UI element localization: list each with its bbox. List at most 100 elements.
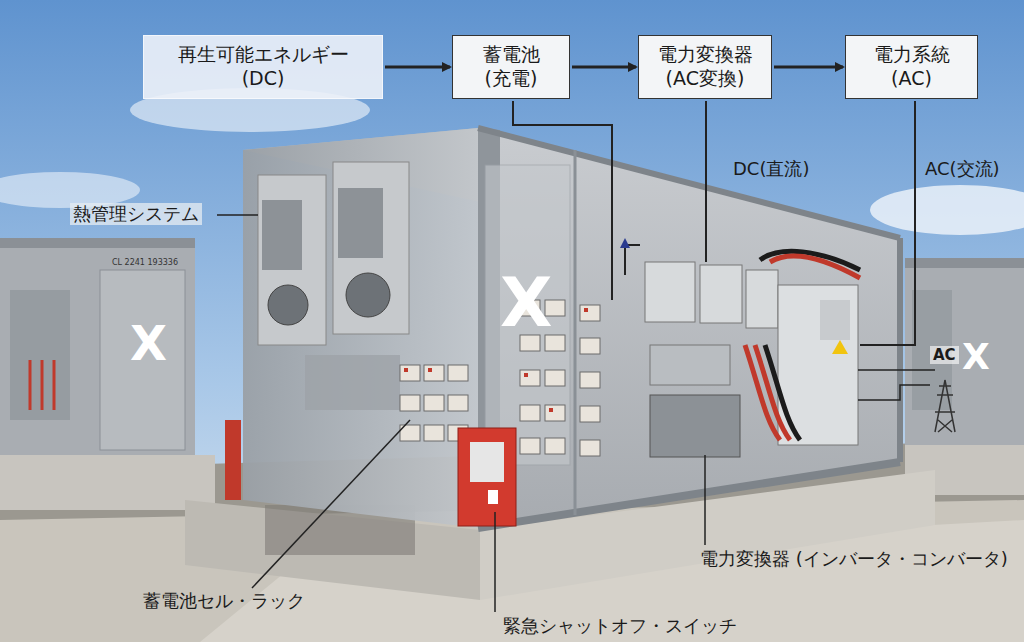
illustration-part bbox=[404, 303, 588, 412]
illustration-part bbox=[935, 380, 955, 432]
illustration-part bbox=[935, 380, 955, 432]
illustration-part bbox=[10, 290, 70, 420]
illustration-part bbox=[252, 420, 410, 588]
illustration-part bbox=[549, 408, 553, 412]
box-subtitle: (充電) bbox=[485, 67, 538, 91]
illustration-part bbox=[520, 438, 540, 454]
illustration-part bbox=[225, 420, 241, 500]
illustration-part bbox=[520, 405, 540, 421]
illustration-part bbox=[29, 360, 32, 410]
illustration-part bbox=[262, 200, 302, 270]
illustration-part bbox=[424, 365, 444, 381]
flow-arrow bbox=[385, 66, 450, 69]
illustration-part bbox=[905, 258, 1024, 445]
callout-label: 緊急シャットオフ・スイッチ bbox=[503, 615, 737, 637]
illustration-part bbox=[100, 270, 185, 450]
box-subtitle: (AC) bbox=[891, 67, 932, 91]
illustration-part bbox=[580, 338, 600, 354]
illustration-part bbox=[745, 345, 780, 440]
box-title: 電力系統 bbox=[874, 43, 950, 67]
illustration-part bbox=[404, 368, 408, 372]
illustration-part bbox=[755, 345, 790, 440]
illustration-part bbox=[424, 395, 444, 411]
box-title: 蓄電池 bbox=[483, 43, 540, 67]
illustration-part bbox=[580, 372, 600, 388]
illustration-part bbox=[650, 345, 730, 385]
container-code: CL 2241 193336 bbox=[112, 258, 178, 268]
callout-label: 蓄電池セル・ラック bbox=[143, 590, 305, 612]
illustration-part bbox=[770, 256, 860, 278]
illustration-part bbox=[870, 185, 1024, 235]
illustration-part bbox=[458, 428, 516, 526]
illustration-part bbox=[268, 285, 308, 325]
illustration-part bbox=[258, 175, 326, 345]
flow-arrow bbox=[572, 66, 636, 69]
illustration-part bbox=[448, 365, 468, 381]
logo-mark: X bbox=[130, 315, 167, 373]
illustration-part bbox=[41, 360, 44, 410]
box-title: 電力変換器 bbox=[658, 43, 753, 67]
box-subtitle: (AC変換) bbox=[666, 67, 745, 91]
illustration-part bbox=[338, 188, 383, 258]
illustration-part bbox=[0, 238, 195, 455]
illustration-part bbox=[905, 258, 1024, 268]
illustration-part bbox=[428, 368, 432, 372]
illustration-part bbox=[478, 462, 900, 528]
illustration-part bbox=[620, 238, 630, 248]
illustration-part bbox=[745, 251, 860, 440]
illustration-part bbox=[580, 440, 600, 456]
illustration-part bbox=[243, 128, 478, 528]
illustration-part bbox=[625, 245, 640, 275]
illustration-part bbox=[346, 273, 390, 317]
box-subtitle: (DC) bbox=[242, 67, 285, 91]
illustration-part bbox=[400, 395, 420, 411]
illustration-part bbox=[860, 101, 915, 345]
illustration-part bbox=[513, 101, 915, 345]
illustration-part bbox=[520, 370, 540, 386]
illustration-part bbox=[746, 270, 778, 328]
illustration-part bbox=[584, 308, 588, 312]
illustration-part bbox=[424, 425, 444, 441]
illustration-part bbox=[217, 214, 258, 216]
callout-label: 電力変換器 (インバータ・コンバータ) bbox=[700, 548, 1008, 570]
illustration-part bbox=[400, 365, 420, 381]
illustration-part bbox=[545, 370, 565, 386]
callout-label: DC(直流) bbox=[733, 158, 809, 180]
illustration-part bbox=[580, 406, 600, 422]
illustration-part bbox=[820, 300, 850, 340]
flow-box: 蓄電池(充電) bbox=[452, 35, 570, 99]
illustration-part bbox=[545, 438, 565, 454]
illustration-part bbox=[858, 385, 930, 400]
box-title: 再生可能エネルギー bbox=[178, 43, 349, 67]
illustration-part bbox=[494, 512, 496, 612]
illustration-part bbox=[488, 490, 498, 504]
illustration-part bbox=[478, 128, 900, 528]
flow-box: 電力系統(AC) bbox=[845, 35, 978, 99]
illustration-part bbox=[53, 360, 56, 410]
logo-mark: X bbox=[962, 335, 990, 378]
illustration-part bbox=[0, 238, 195, 248]
illustration-part bbox=[333, 162, 409, 334]
illustration-part bbox=[858, 369, 935, 371]
illustration-part bbox=[645, 262, 695, 322]
illustration-part bbox=[650, 395, 740, 457]
illustration-part bbox=[765, 345, 800, 440]
illustration-part bbox=[485, 165, 570, 465]
illustration-part bbox=[574, 150, 577, 515]
illustration-part bbox=[832, 340, 848, 354]
illustration-part bbox=[524, 373, 528, 377]
illustration-part bbox=[700, 265, 742, 323]
illustration-part bbox=[705, 101, 707, 262]
logo-mark: X bbox=[500, 262, 552, 344]
illustration-part bbox=[217, 215, 705, 612]
illustration-part bbox=[448, 395, 468, 411]
illustration-part bbox=[470, 442, 504, 482]
flow-arrow bbox=[774, 66, 843, 69]
illustration-part bbox=[897, 238, 903, 462]
illustration-part bbox=[0, 455, 215, 510]
illustration-part bbox=[704, 455, 706, 545]
illustration-part bbox=[30, 360, 54, 410]
flow-box: 再生可能エネルギー(DC) bbox=[143, 35, 383, 99]
